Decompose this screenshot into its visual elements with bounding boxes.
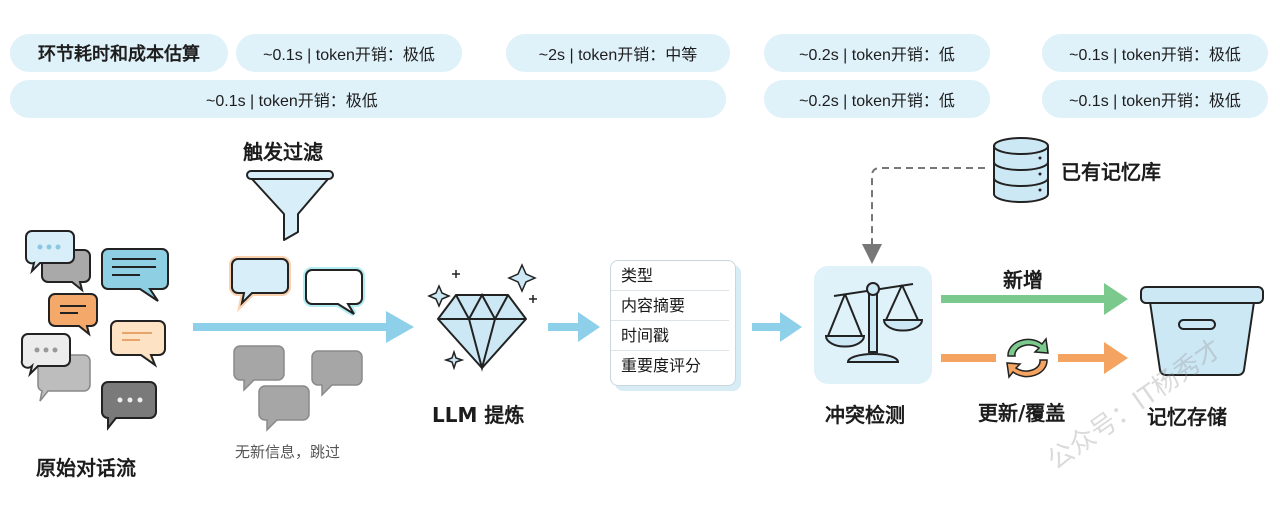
sparkle-icon [427,263,537,371]
flow-arrow-1 [193,311,414,343]
skipped-messages-icon [233,345,363,432]
kept-message-blue-icon [303,267,365,317]
update-arrow [941,342,1128,374]
field-importance: 重要度评分 [621,356,702,375]
trigger-filter-label: 触发过滤 [243,140,323,164]
add-branch-label: 新增 [1003,268,1043,292]
field-summary: 内容摘要 [611,291,729,321]
conflict-check-label: 冲突检测 [825,403,905,427]
update-branch-label: 更新/覆盖 [978,401,1066,425]
database-icon [993,137,1049,203]
raw-dialog-label: 原始对话流 [36,456,136,480]
storage-box-icon [1140,286,1264,377]
extracted-fields-card: 类型 内容摘要 时间戳 重要度评分 [610,260,736,386]
funnel-icon [246,170,334,241]
field-type: 类型 [611,261,729,291]
flow-arrow-3 [752,312,802,342]
flow-arrow-2 [548,312,600,342]
field-timestamp: 时间戳 [611,321,729,351]
skip-note: 无新信息，跳过 [235,443,341,461]
kept-message-orange-icon [229,256,291,313]
cost-pill-conflict-2: ~0.2s | token开销：低 [764,80,990,118]
cost-pill-llm: ~2s | token开销：中等 [506,34,730,72]
llm-extract-label: LLM 提炼 [432,403,525,427]
cost-pill-trigger: ~0.1s | token开销：极低 [236,34,462,72]
cost-pill-store-2: ~0.1s | token开销：极低 [1042,80,1268,118]
balance-scale-icon [824,282,924,363]
add-arrow [941,283,1128,315]
cost-pill-filter-wide: ~0.1s | token开销：极低 [10,80,726,118]
cost-pill-conflict: ~0.2s | token开销：低 [764,34,990,72]
existing-memory-label: 已有记忆库 [1061,160,1161,184]
cost-pill-store: ~0.1s | token开销：极低 [1042,34,1268,72]
refresh-icon [1006,337,1049,379]
memory-store-label: 记忆存储 [1147,405,1227,429]
dashed-connector [862,167,985,264]
diamond-icon [437,292,527,372]
cost-section-title: 环节耗时和成本估算 [10,34,228,72]
chat-bubbles-icon [20,230,169,431]
